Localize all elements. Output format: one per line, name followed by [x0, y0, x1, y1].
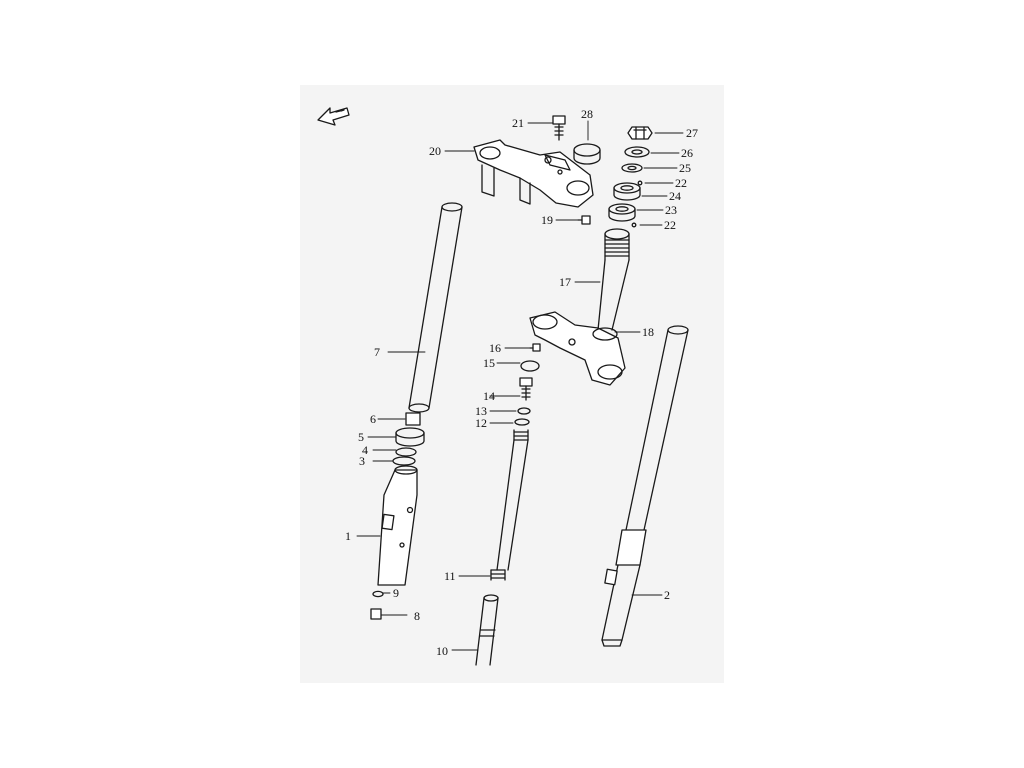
part-race-23 [608, 203, 636, 222]
part-race-24 [613, 182, 641, 201]
diagram-sheet [300, 85, 724, 683]
part-damper-rod [496, 429, 529, 571]
part-bolt-14 [519, 377, 533, 401]
label-part-5: 5 [358, 430, 364, 444]
part-clip-4 [395, 447, 417, 457]
part-fork-tube-7 [408, 202, 463, 413]
label-part-2: 2 [664, 588, 670, 602]
part-ring-25 [621, 163, 643, 173]
label-part-1: 1 [345, 529, 351, 543]
part-lower-rod-10 [475, 594, 499, 666]
label-part-18: 18 [642, 325, 654, 339]
label-part-27: 27 [686, 126, 698, 140]
label-part-26: 26 [681, 146, 693, 160]
part-cap-28 [573, 143, 601, 165]
label-part-13: 13 [475, 404, 487, 418]
part-spring-11 [490, 569, 506, 581]
part-bolt-19 [577, 215, 591, 225]
label-part-7: 7 [374, 345, 380, 359]
part-cap-15 [520, 360, 540, 372]
label-part-6: 6 [370, 412, 376, 426]
label-part-12: 12 [475, 416, 487, 430]
label-part-17: 17 [559, 275, 571, 289]
part-bolt-16 [529, 343, 541, 352]
label-part-19: 19 [541, 213, 553, 227]
label-part-9: 9 [393, 586, 399, 600]
label-part-8: 8 [414, 609, 420, 623]
label-part-4: 4 [362, 443, 368, 457]
part-washer-12 [514, 418, 530, 426]
label-part-23: 23 [665, 203, 677, 217]
part-fork-slider-1 [377, 465, 418, 586]
part-ball-22-lower [631, 222, 637, 228]
label-part-21: 21 [512, 116, 524, 130]
part-bushing-6 [405, 412, 421, 426]
label-part-10: 10 [436, 644, 448, 658]
label-part-22-upper: 22 [675, 176, 687, 190]
label-part-14: 14 [483, 389, 495, 403]
part-fork-assembly-2 [601, 325, 689, 647]
label-part-20: 20 [429, 144, 441, 158]
part-ball-22-upper [637, 180, 643, 186]
front-direction-arrow-icon [317, 107, 350, 126]
part-washer-26 [624, 146, 650, 158]
part-nut-27 [627, 126, 653, 140]
part-lower-bracket-18 [529, 311, 626, 386]
part-washer-9 [372, 590, 384, 598]
label-part-24: 24 [669, 189, 681, 203]
part-steering-stem-17 [597, 228, 630, 331]
label-part-15: 15 [483, 356, 495, 370]
label-part-22-lower: 22 [664, 218, 676, 232]
part-ring-3 [392, 456, 416, 466]
part-bolt-8 [370, 608, 382, 620]
label-part-3: 3 [359, 454, 365, 468]
part-upper-bracket [473, 139, 594, 208]
label-part-16: 16 [489, 341, 501, 355]
part-washer-13 [517, 407, 531, 415]
part-seal-5 [395, 427, 425, 447]
label-part-25: 25 [679, 161, 691, 175]
label-part-28: 28 [581, 107, 593, 121]
part-bolt-21 [552, 115, 566, 141]
label-part-11: 11 [444, 569, 456, 583]
